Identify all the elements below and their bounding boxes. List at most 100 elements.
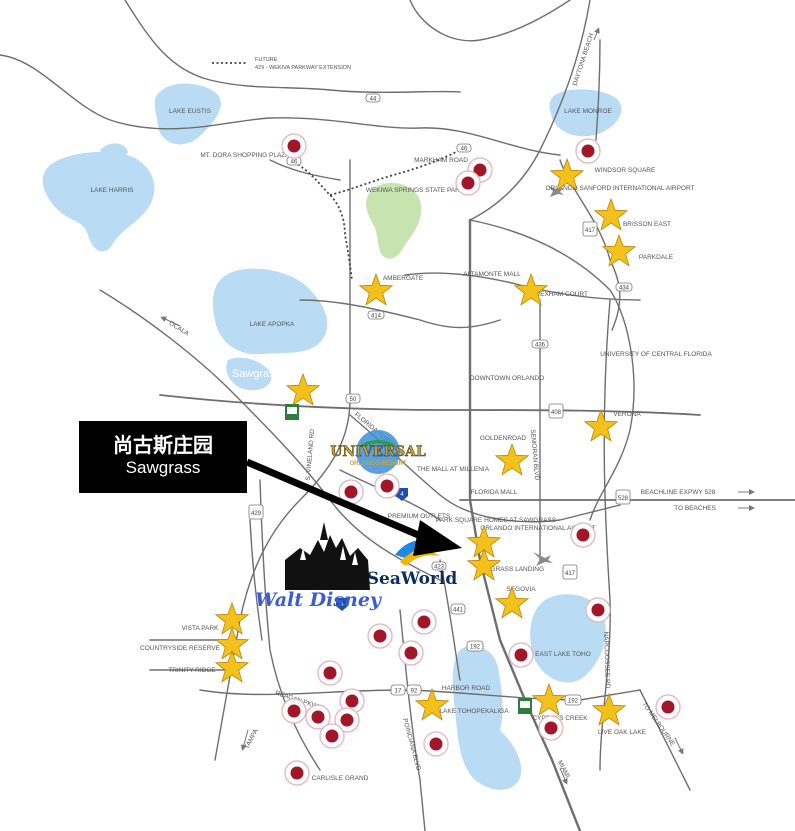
florida-mall-label: FLORIDA MALL <box>471 489 518 496</box>
sawgrass-landing-label: SAWGRASS LANDING <box>476 566 544 573</box>
featured-star <box>358 272 394 306</box>
ocala-label: OCALA <box>168 320 191 338</box>
route-192-shield: 192 <box>466 640 484 652</box>
vineland-label: S. VINELAND RD <box>305 429 317 481</box>
community-pin <box>317 660 343 686</box>
route-46-shield: 46 <box>456 143 472 153</box>
route-528-shield: 528 <box>615 489 631 505</box>
parkdale-label: PARKDALE <box>639 254 674 261</box>
community-pin <box>423 731 449 757</box>
mt-dora-label: MT. DORA SHOPPING PLAZA <box>200 152 290 159</box>
lake-toho-label: LAKE TOHOPEKALIGA <box>439 708 509 715</box>
legend-future-line1: FUTURE <box>255 57 278 63</box>
route-417-label-a: 417 <box>585 228 596 234</box>
lake-harris <box>42 151 155 252</box>
callout-chinese-title: 尚古斯庄园 <box>113 433 213 457</box>
route-414-label: 414 <box>371 314 382 320</box>
route-441-shield: 441 <box>450 603 466 615</box>
featured-star <box>601 233 637 267</box>
east-lake-toho-label: EAST LAKE TOHO <box>535 651 591 658</box>
featured-star <box>214 649 250 683</box>
callout-arrow <box>245 458 462 556</box>
route-shields: 44 46 46 414 436 434 408 417 417 528 50 … <box>248 93 633 714</box>
premium-outlets-label: PREMIUM OUTLETS <box>388 513 451 520</box>
route-44-shield: 44 <box>365 93 381 103</box>
community-pin <box>538 715 564 741</box>
airplane-icon <box>548 186 564 197</box>
seaworld-wordmark: SeaWorld <box>367 569 458 589</box>
interstate-4-shield: 4 <box>396 488 408 501</box>
community-pin <box>575 138 601 164</box>
route-414-shield: 414 <box>367 310 385 320</box>
wekiva-parkway-future-line <box>212 62 461 281</box>
airplane-icon <box>533 552 553 566</box>
water-bodies <box>42 83 622 790</box>
lake-eustis-label: LAKE EUSTIS <box>169 108 212 115</box>
lake-monroe-label: LAKE MONROE <box>564 108 612 115</box>
brisson-east-label: BRISSON EAST <box>623 221 671 228</box>
cypress-creek-label: CYPRESS CREEK <box>532 715 588 722</box>
east-lake-toho <box>530 594 606 683</box>
altamonte-mall-label: ALTAMONTE MALL <box>463 271 521 278</box>
trinity-ridge-label: TRINITY RIDGE <box>168 667 216 674</box>
featured-star <box>494 442 530 476</box>
turnpike-shield <box>285 404 299 420</box>
community-pin <box>585 597 611 623</box>
featured-star <box>466 547 502 581</box>
community-pin <box>281 698 307 724</box>
route-423-label: 423 <box>434 565 445 571</box>
featured-community-stars <box>214 157 637 726</box>
lake-apopka <box>212 268 328 355</box>
community-pin <box>455 170 481 196</box>
community-pin <box>508 642 534 668</box>
route-429-shield: 429 <box>248 504 264 520</box>
interstate-4-label-b: 4 <box>340 602 344 608</box>
community-pin <box>281 133 307 159</box>
poinciana-label: POINCIANA BLVD <box>401 718 422 772</box>
featured-star <box>591 692 627 726</box>
park-square-label: PARK SQUARE HOMES AT SAWGRASS <box>436 517 557 524</box>
lake-apopka-label: LAKE APOPKA <box>250 321 295 328</box>
lake-apopka-south <box>226 357 272 391</box>
route-429-label: 429 <box>251 511 262 517</box>
route-441-label: 441 <box>453 608 464 614</box>
sawgrass-plantation-label: Sawgrass Plantation <box>232 368 332 380</box>
disney-castle-logo: Walt Disney <box>255 522 383 611</box>
route-408-shield: 408 <box>548 403 564 419</box>
narcoossee-label: NARCOOSSEE RD <box>602 631 611 689</box>
route-528-label: 528 <box>618 496 629 502</box>
featured-star <box>593 197 629 231</box>
mall-millenia-label: THE MALL AT MILLENIA <box>417 466 490 473</box>
featured-star <box>285 372 321 406</box>
community-pin <box>367 623 393 649</box>
route-417-shield: 417 <box>562 564 578 580</box>
route-436-label: 436 <box>535 343 546 349</box>
universal-logo: UNIVERSAL ORLANDO RESORT <box>330 430 426 474</box>
legend-future-line2: 429 - WEKIVA PARKWAY EXTENSION <box>255 65 351 71</box>
route-408-label: 408 <box>551 410 562 416</box>
interstate-4-label-a: 4 <box>400 492 404 498</box>
route-192-label-b: 192 <box>568 699 579 705</box>
route-192-label-a: 192 <box>470 645 481 651</box>
ambergate-label: AMBERGATE <box>383 275 424 282</box>
route-50-label: 50 <box>350 397 357 403</box>
semoran-label: SEMORAN BLVD <box>529 429 540 481</box>
vista-park-label: VISTA PARK <box>182 625 220 632</box>
live-oak-lake-label: LIVE OAK LAKE <box>598 729 647 736</box>
featured-star <box>531 682 567 716</box>
route-92-shield: 92 <box>406 684 422 696</box>
daytona-label: DAYTONA BEACH <box>572 32 596 86</box>
carlisle-grand-label: CARLISLE GRAND <box>312 775 369 782</box>
route-46-label-b: 46 <box>461 147 468 153</box>
ucf-label: UNIVERSITY OF CENTRAL FLORIDA <box>600 351 712 358</box>
route-46-label-a: 46 <box>291 160 298 166</box>
map-labels: LAKE EUSTIS LAKE HARRIS LAKE APOPKA LAKE… <box>91 32 717 782</box>
community-pin <box>570 522 596 548</box>
universal-wordmark: UNIVERSAL <box>330 444 426 460</box>
route-417-shield: 417 <box>582 221 598 237</box>
community-pins <box>281 133 681 786</box>
community-pin <box>655 694 681 720</box>
interstate-4-shield: 4 <box>336 598 348 611</box>
route-417-label-b: 417 <box>565 571 576 577</box>
